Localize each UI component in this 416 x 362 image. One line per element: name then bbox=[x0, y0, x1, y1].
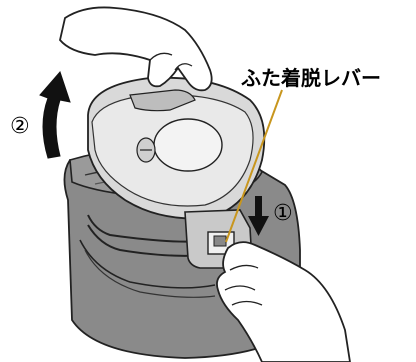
lid bbox=[87, 76, 266, 220]
lift-arrow-icon bbox=[39, 71, 71, 159]
bottom-hand bbox=[216, 241, 351, 362]
callout-leader-line bbox=[225, 89, 283, 243]
step-one-marker: ① bbox=[273, 201, 293, 226]
press-down-arrow-icon bbox=[248, 196, 269, 236]
top-hand bbox=[59, 6, 213, 92]
lid-release-lever-label: ふた着脱レバー bbox=[241, 66, 381, 90]
step-two-marker: ② bbox=[10, 114, 30, 139]
